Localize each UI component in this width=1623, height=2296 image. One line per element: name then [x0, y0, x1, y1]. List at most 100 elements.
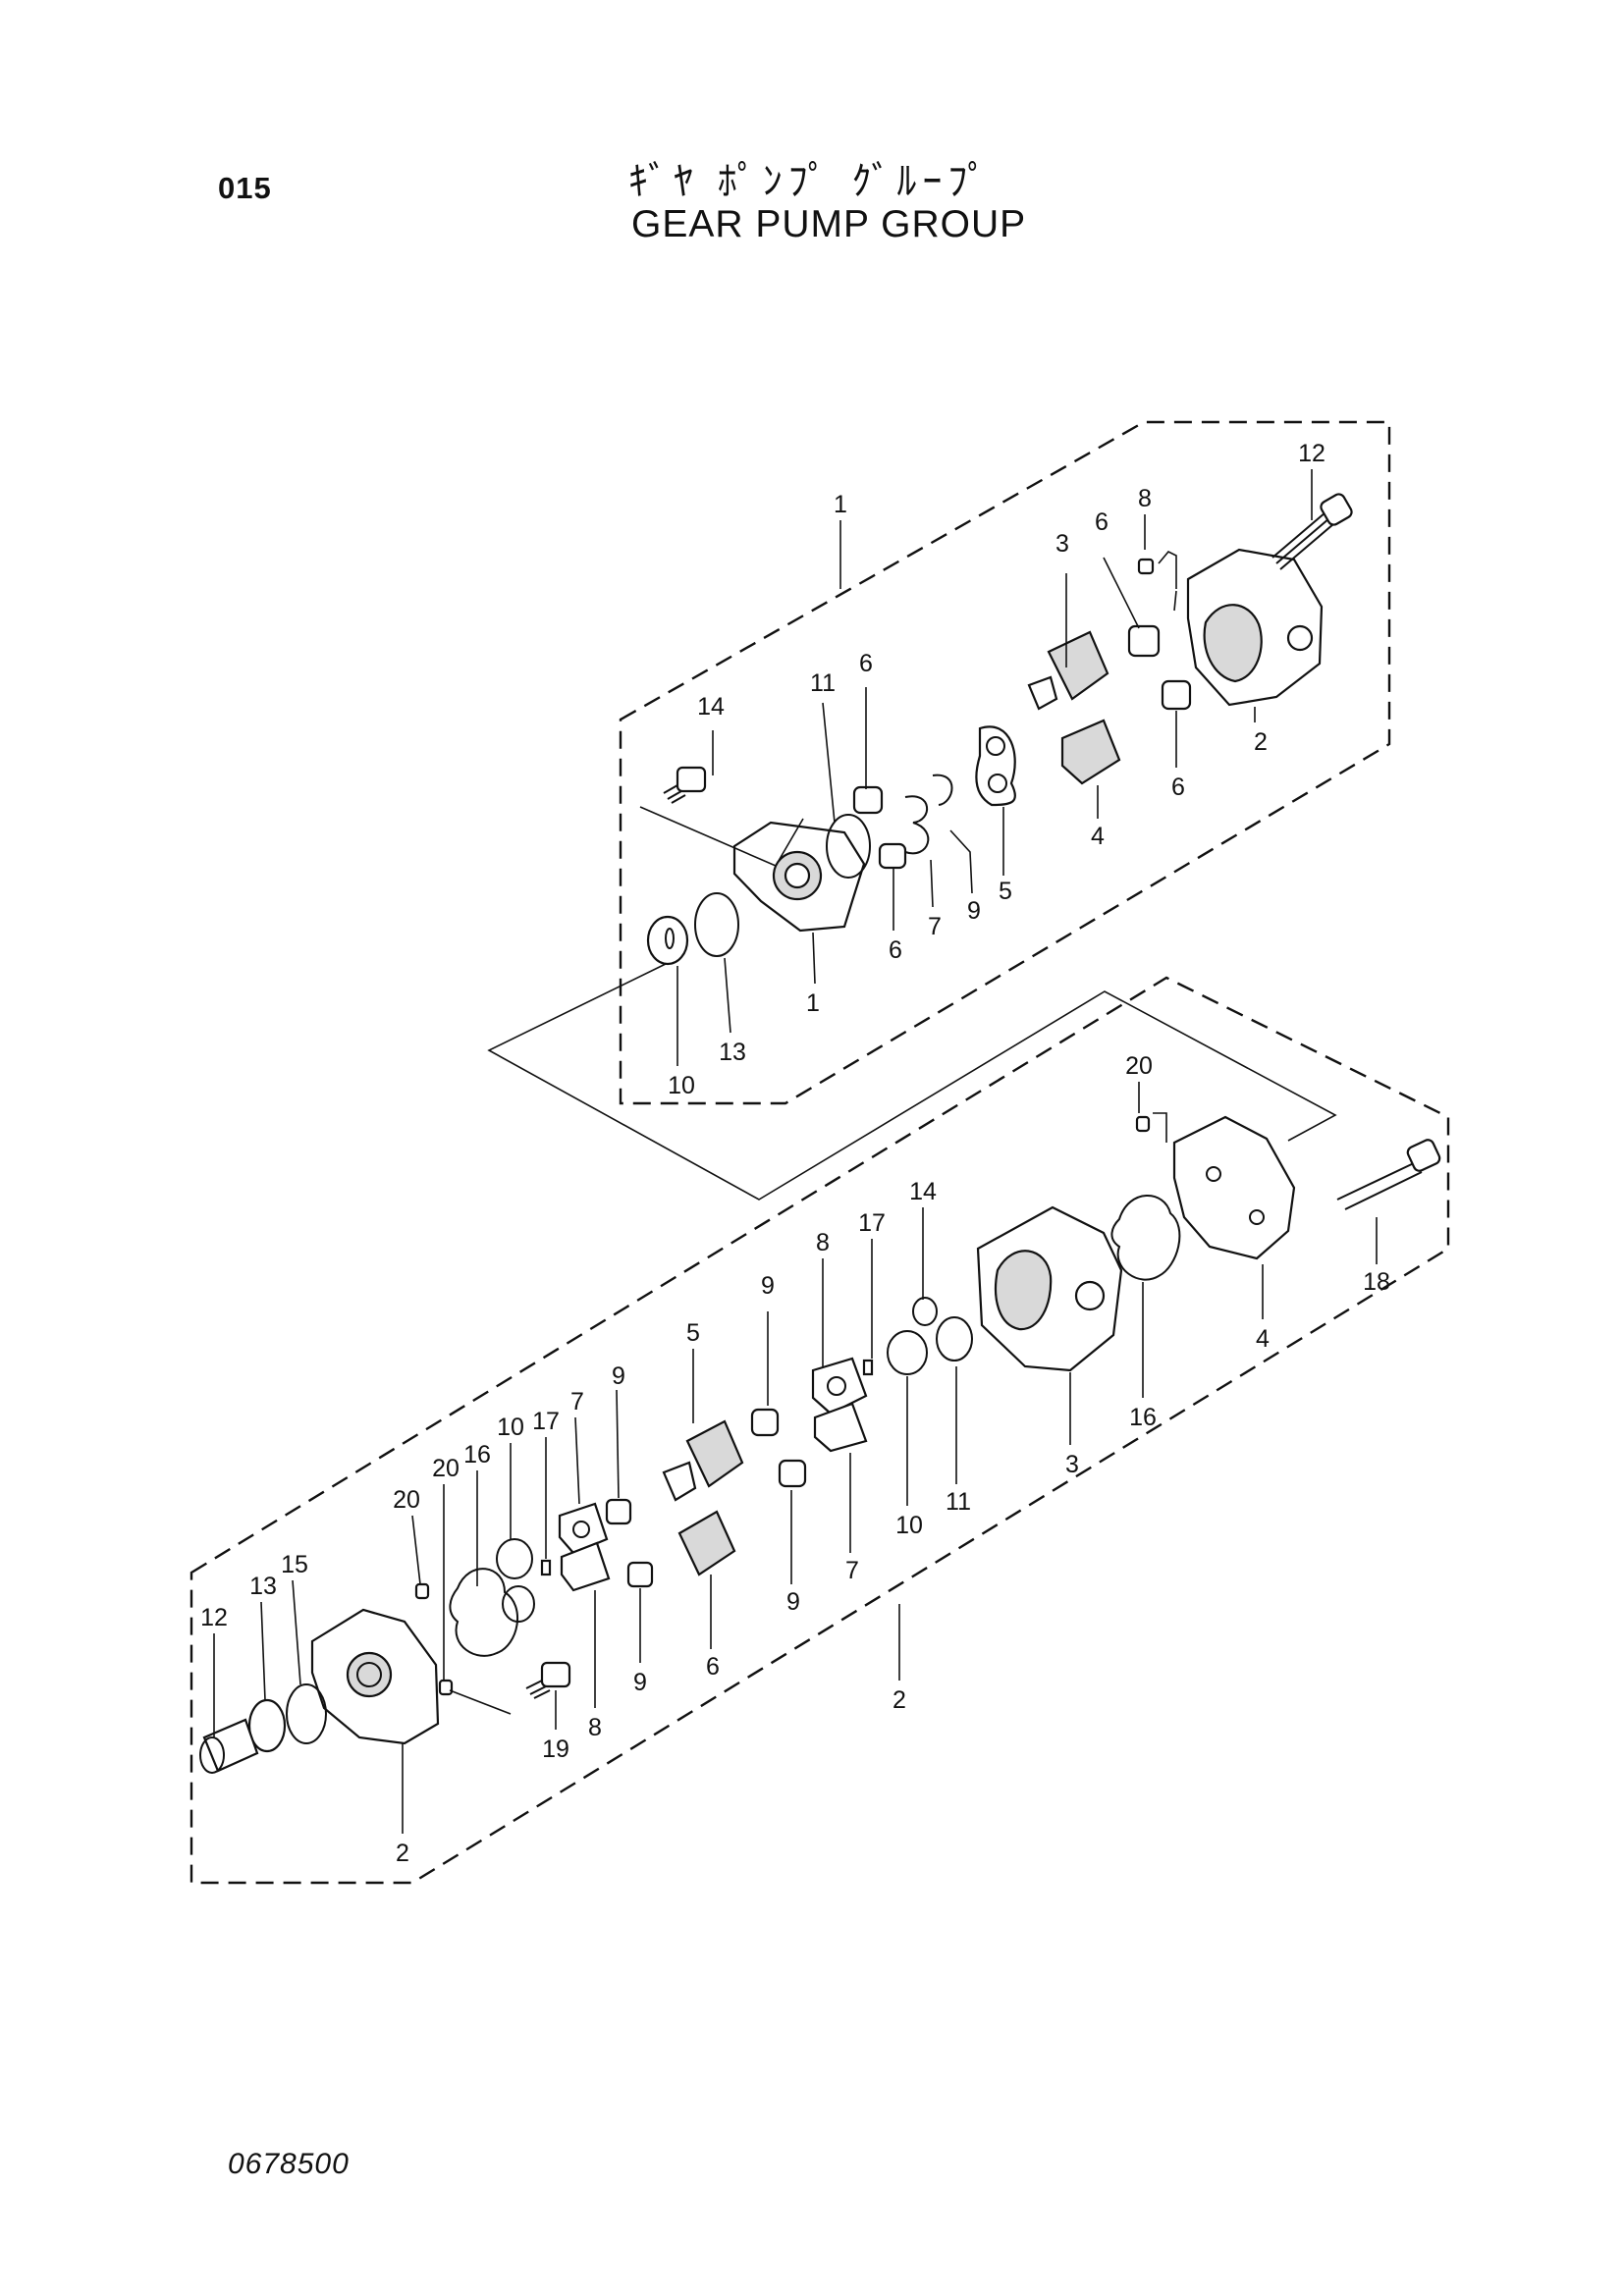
- callout-8-left: 8: [588, 1714, 602, 1741]
- callout-6-top-d: 6: [889, 936, 902, 964]
- drawing-number: 0678500: [228, 2148, 350, 2180]
- callout-5-lower: 5: [686, 1319, 700, 1347]
- bushing-6d: [1161, 679, 1192, 711]
- front-cover-2: [310, 1608, 440, 1745]
- callout-11-top: 11: [810, 669, 836, 697]
- callout-16-left: 16: [463, 1441, 491, 1468]
- bushing-9a: [750, 1408, 780, 1437]
- callout-13-top: 13: [719, 1039, 746, 1066]
- callout-11-lower: 11: [946, 1488, 971, 1516]
- o-ring-15: [286, 1683, 327, 1744]
- wear-plate-5: [975, 725, 1016, 807]
- callout-3-lower: 3: [1065, 1451, 1079, 1478]
- dowel-8: [1137, 558, 1155, 575]
- callout-14-top: 14: [697, 693, 725, 721]
- callout-20-left-b: 20: [393, 1486, 420, 1514]
- upper-assembly-outline: [619, 420, 1391, 1105]
- bushing-9d: [626, 1561, 654, 1588]
- title-english: GEAR PUMP GROUP: [631, 203, 1027, 245]
- callout-14-lower: 14: [909, 1178, 937, 1205]
- gasket-16-right: [1110, 1195, 1181, 1281]
- seal-9: [932, 774, 953, 806]
- bushing-6b: [878, 842, 907, 870]
- bushing-9b: [778, 1459, 807, 1488]
- callout-6-top-b: 6: [1171, 774, 1185, 801]
- callout-2-top: 2: [1254, 728, 1268, 756]
- page-number: 015: [218, 171, 272, 205]
- callout-8-top: 8: [1138, 485, 1152, 512]
- callout-9-left-top: 9: [612, 1362, 625, 1390]
- callout-19: 19: [542, 1735, 569, 1763]
- callout-6-top-a: 6: [1095, 508, 1109, 536]
- callout-13-lower: 13: [249, 1573, 277, 1600]
- gasket-16-left: [449, 1568, 519, 1657]
- cap-10: [646, 915, 689, 966]
- callout-8-right: 8: [816, 1229, 830, 1256]
- seal-10-left-b: [502, 1585, 535, 1623]
- seal-14: [912, 1297, 938, 1326]
- callout-16-right: 16: [1129, 1404, 1157, 1431]
- main-body-3: [976, 1205, 1123, 1372]
- callout-18: 18: [1363, 1268, 1390, 1296]
- assembly-link-line: [487, 961, 1337, 1201]
- upper-assembly: 1 12 8 6 3 2 6 14 11 6 5 4 7 9 6 1 13 10: [487, 420, 1391, 1201]
- callout-10-right: 10: [895, 1512, 923, 1539]
- seal-10-left: [496, 1538, 533, 1579]
- bolt-12: [1271, 493, 1353, 570]
- o-ring-11: [826, 814, 871, 879]
- pump-body-2: [1186, 548, 1324, 707]
- callout-12-top: 12: [1298, 440, 1325, 467]
- callout-7-left: 7: [570, 1388, 584, 1415]
- seal-11: [936, 1316, 973, 1362]
- dowel-20-left-a: [414, 1582, 430, 1600]
- callout-9-right: 9: [761, 1272, 775, 1300]
- callout-7-right: 7: [845, 1557, 859, 1584]
- callout-12-lower: 12: [200, 1604, 228, 1631]
- o-ring-13: [694, 892, 739, 957]
- bolt-19: [449, 1661, 571, 1715]
- bearing-block-8: [811, 1357, 868, 1453]
- callout-1-bottom: 1: [806, 989, 820, 1017]
- callout-20-left-a: 20: [432, 1455, 460, 1482]
- callout-10-top: 10: [668, 1072, 695, 1099]
- seal-7: [904, 795, 930, 855]
- dowel-20-top: [1135, 1115, 1151, 1133]
- bushing-6c: [1127, 624, 1161, 658]
- callout-4-top: 4: [1091, 823, 1105, 850]
- front-cover: [732, 821, 866, 933]
- callout-2-lower-left: 2: [396, 1840, 409, 1867]
- callout-15: 15: [281, 1551, 308, 1578]
- bushing-6a: [852, 785, 884, 815]
- seal-10-right: [887, 1330, 928, 1375]
- callout-9-left-bottom: 9: [633, 1669, 647, 1696]
- callout-2-lower-right: 2: [893, 1686, 906, 1714]
- lower-assembly-outline: [189, 976, 1450, 1885]
- driven-gear-4: [1060, 719, 1121, 785]
- callout-10-left: 10: [497, 1414, 524, 1441]
- callout-3-top: 3: [1055, 530, 1069, 558]
- drive-gear-3: [1027, 630, 1109, 711]
- callout-17-right: 17: [858, 1209, 886, 1237]
- driven-gear-6: [677, 1510, 736, 1576]
- callout-6-lower: 6: [706, 1653, 720, 1681]
- bolt-18: [1336, 1139, 1441, 1210]
- bearing-block-7: [558, 1502, 611, 1592]
- callout-17-left: 17: [532, 1408, 560, 1435]
- callout-9-center: 9: [786, 1588, 800, 1616]
- bushing-9c: [605, 1498, 632, 1525]
- callout-7-top: 7: [928, 913, 942, 940]
- callout-6-top-c: 6: [859, 650, 873, 677]
- callout-20-right: 20: [1125, 1052, 1153, 1080]
- sleeve-12: [199, 1718, 259, 1774]
- callout-5-top: 5: [999, 878, 1012, 905]
- pin-17-left: [540, 1559, 552, 1576]
- rear-cover-4: [1172, 1115, 1296, 1260]
- bolt-14: [639, 766, 804, 868]
- callout-4-lower: 4: [1256, 1325, 1270, 1353]
- title-japanese: ｷﾞﾔ ﾎﾟﾝﾌﾟ ｸﾞﾙｰﾌﾟ: [628, 159, 994, 204]
- seal-13-lower: [247, 1698, 287, 1753]
- callout-1-top: 1: [834, 491, 847, 518]
- drive-gear-5: [662, 1419, 744, 1502]
- pin-17-right: [862, 1359, 874, 1376]
